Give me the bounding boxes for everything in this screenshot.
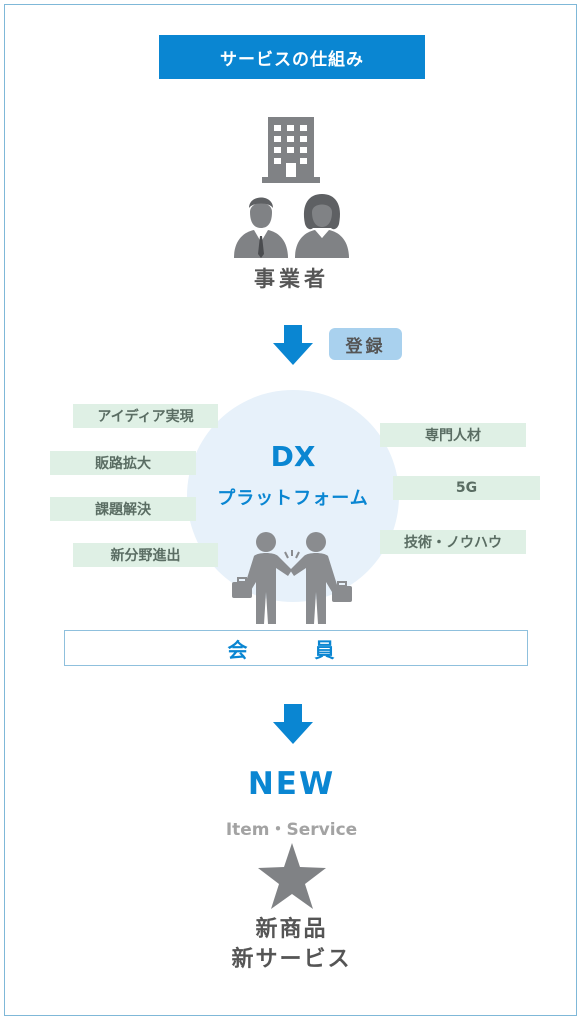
platform-label: プラットフォーム (217, 488, 369, 509)
tag-idea: アイディア実現 (73, 404, 218, 428)
member-box: 会 員 (64, 630, 528, 666)
diagram-frame (4, 4, 577, 1016)
tag-new-field: 新分野進出 (73, 543, 218, 567)
businessman-icon (234, 197, 288, 258)
businesswoman-icon (295, 194, 349, 258)
star-icon (258, 843, 326, 909)
registration-badge: 登録 (329, 328, 402, 360)
platform-circle (187, 390, 399, 602)
handshake-icon (232, 532, 352, 624)
result-label: 新商品 新サービス (150, 915, 433, 975)
new-service-label: 新サービス (231, 947, 352, 972)
new-headline: NEW (247, 766, 336, 802)
item-service-label: Item・Service (225, 820, 358, 840)
down-arrow-icon (273, 704, 313, 744)
platform-dx-label: DX (270, 440, 316, 473)
new-product-label: 新商品 (255, 917, 328, 942)
building-icon (262, 117, 320, 183)
tag-specialists: 専門人材 (380, 423, 526, 447)
tag-problem-solving: 課題解決 (50, 497, 196, 521)
tag-know-how: 技術・ノウハウ (380, 530, 526, 554)
business-label: 事業者 (254, 267, 329, 291)
page-title: サービスの仕組み (159, 35, 425, 79)
tag-5g: 5G (393, 476, 540, 500)
tag-sales-channel: 販路拡大 (50, 451, 196, 475)
down-arrow-icon (273, 325, 313, 365)
